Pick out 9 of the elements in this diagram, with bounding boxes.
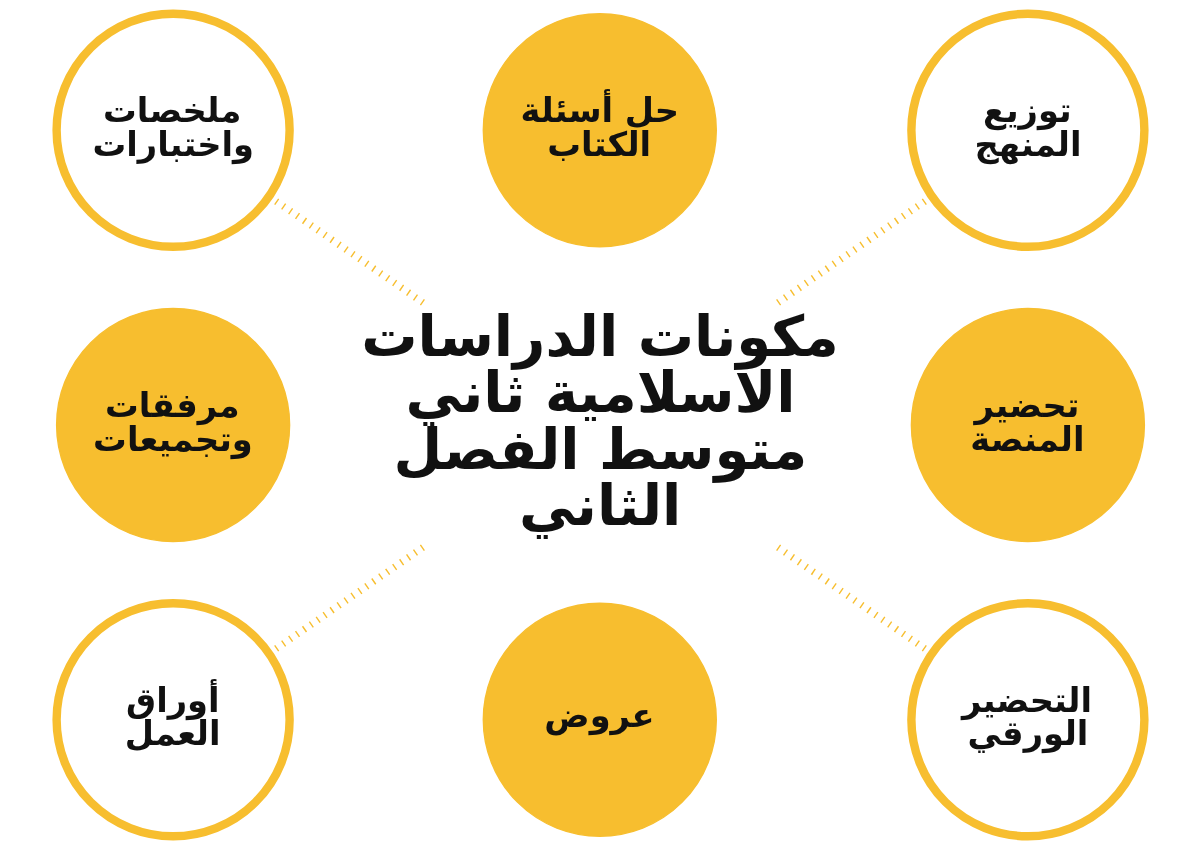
node-circle: مرفقات وتجميعات [55, 307, 290, 543]
node-circle: حل أسئلة الكتاب [482, 13, 717, 248]
node-circle: عروض [482, 602, 717, 837]
node-text: مكونات الدراسات الاسلامية ثاني متوسط الفصل الثاني [360, 304, 839, 538]
node-circle: التحضير الورقي [906, 599, 1149, 841]
node-circle: توزيع المنهج [906, 9, 1149, 251]
node-circle: ملخصات واختبارات [51, 9, 294, 251]
node-circle: تحضير المنصة [910, 307, 1145, 543]
node-circle: أوراق العمل [51, 599, 294, 841]
